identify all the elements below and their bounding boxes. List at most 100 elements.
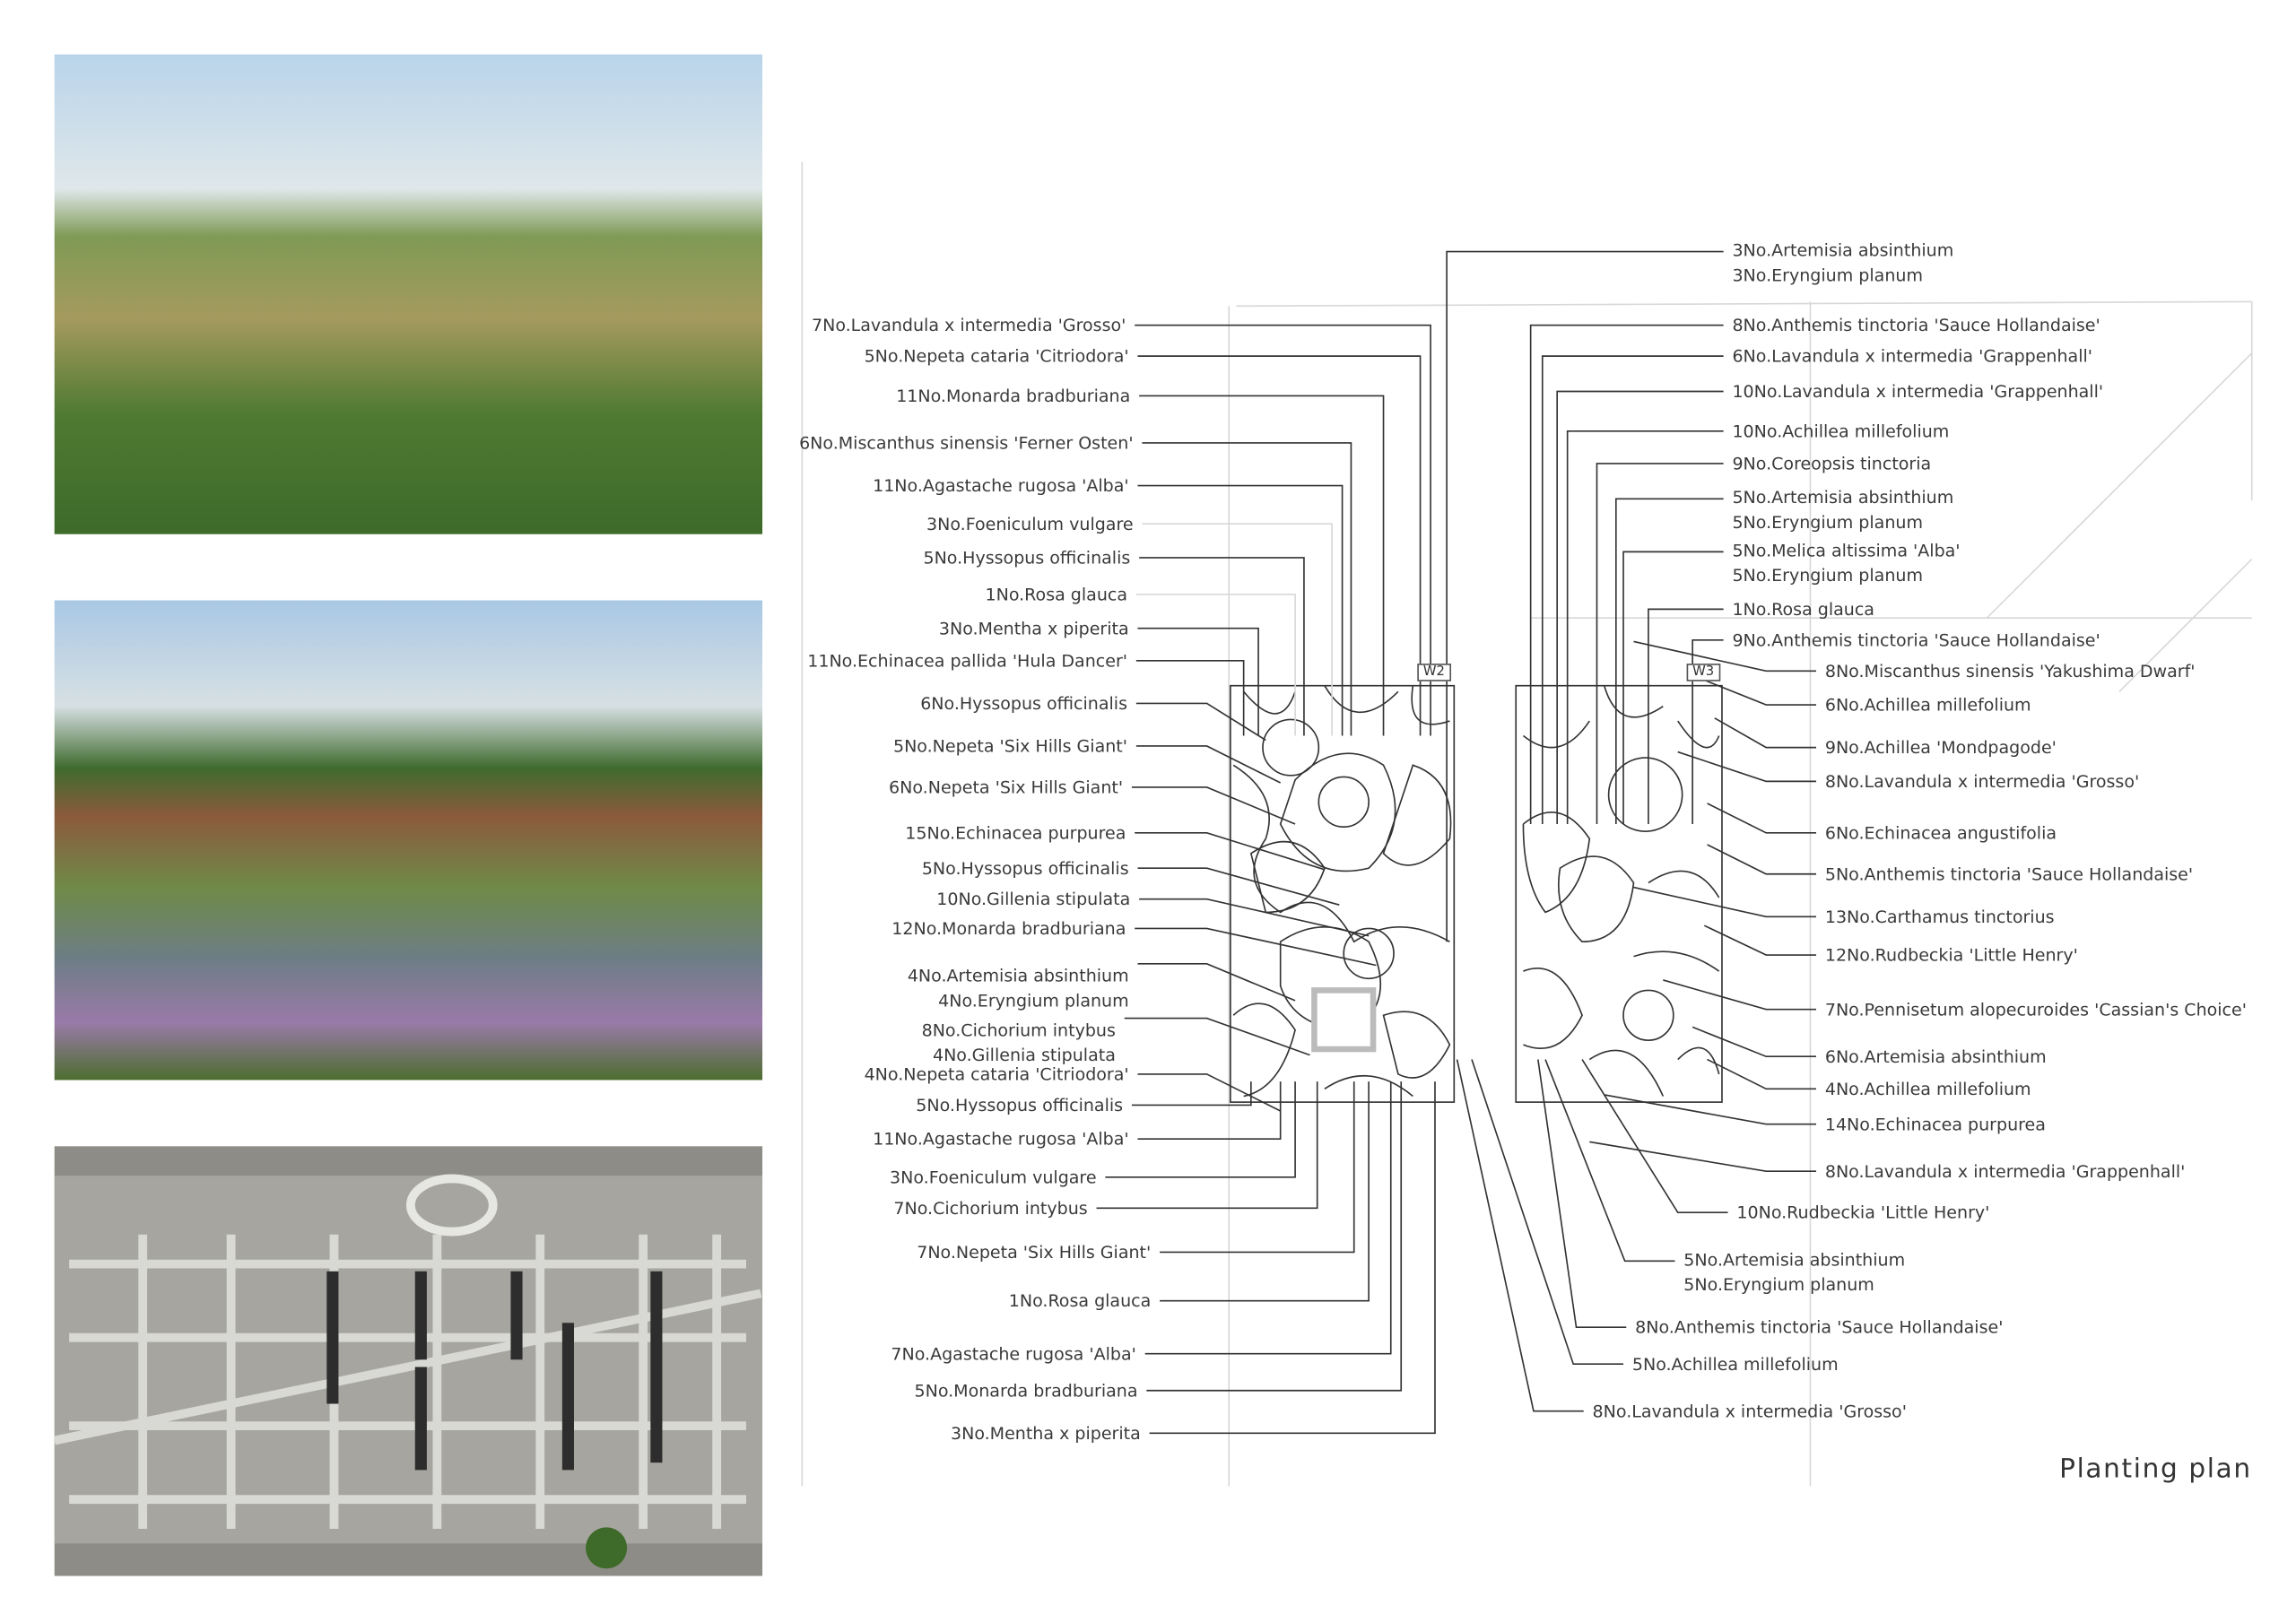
- plant-label-right: 8No.Lavandula x intermedia 'Grappenhall': [1825, 1159, 2186, 1184]
- plant-label-line: 11No.Monarda bradburiana: [896, 385, 1131, 406]
- leader-line: [1537, 1059, 1627, 1329]
- leader-line: [1137, 627, 1259, 736]
- plant-label-right: 10No.Rudbeckia 'Little Henry': [1736, 1200, 1989, 1225]
- plant-label-left: 11No.Agastache rugosa 'Alba': [873, 473, 1129, 499]
- leader-line: [1144, 1081, 1392, 1355]
- plant-label-line: 5No.Nepeta cataria 'Citriodora': [864, 344, 1129, 366]
- plant-label-line: 13No.Carthamus tinctorius: [1824, 906, 2055, 927]
- plant-label-left: 10No.Gillenia stipulata: [936, 887, 1130, 912]
- plant-label-left: 4No.Nepeta cataria 'Citriodora': [865, 1062, 1129, 1087]
- leader-line: [1581, 1059, 1728, 1214]
- plant-label-line: 6No.Echinacea angustifolia: [1824, 821, 2057, 843]
- leader-line: [1703, 924, 1816, 956]
- plant-label-right: 5No.Anthemis tinctoria 'Sauce Hollandais…: [1825, 862, 2193, 887]
- plant-label-right: 9No.Achillea 'Mondpagode': [1825, 735, 2057, 760]
- leader-line: [1677, 751, 1816, 783]
- shrub-circle: [1318, 776, 1370, 829]
- plant-label-right: 9No.Anthemis tinctoria 'Sauce Hollandais…: [1732, 628, 2100, 653]
- guide-line: [1986, 352, 2253, 619]
- plant-label-left: 3No.Foeniculum vulgare: [926, 511, 1134, 536]
- plant-label-line: 15No.Echinacea purpurea: [905, 821, 1126, 843]
- plant-label-line: 11No.Agastache rugosa 'Alba': [873, 1127, 1129, 1149]
- leader-line: [1135, 927, 1377, 967]
- leader-line: [1137, 1073, 1282, 1112]
- plant-label-line: 10No.Lavandula x intermedia 'Grappenhall…: [1732, 380, 2104, 402]
- plant-label-line: 12No.Rudbeckia 'Little Henry': [1824, 943, 2078, 965]
- plant-label-line: 3No.Artemisia absinthium: [1732, 239, 1954, 261]
- plant-label-line: 5No.Achillea millefolium: [1631, 1352, 1839, 1374]
- plant-label-right: 4No.Achillea millefolium: [1825, 1076, 2031, 1101]
- plant-label-left: 11No.Agastache rugosa 'Alba': [873, 1126, 1129, 1151]
- leader-line: [1692, 1026, 1816, 1058]
- plant-label-line: 5No.Anthemis tinctoria 'Sauce Hollandais…: [1824, 863, 2194, 884]
- plant-label-right: 7No.Pennisetum alopecuroides 'Cassian's …: [1825, 997, 2247, 1022]
- plant-label-left: 15No.Echinacea purpurea: [905, 820, 1126, 846]
- plant-label-line: 5No.Hyssopus officinalis: [921, 856, 1129, 878]
- plant-label-line: 5No.Eryngium planum: [1683, 1274, 1874, 1296]
- planting-drift: [1633, 870, 1720, 972]
- plant-label-line: 8No.Lavandula x intermedia 'Grosso': [1592, 1400, 1907, 1421]
- leader-line: [1146, 1081, 1403, 1392]
- plant-label-line: 4No.Gillenia stipulata: [932, 1044, 1116, 1065]
- plant-label-line: 5No.Eryngium planum: [1732, 565, 1923, 586]
- planting-drift: [1557, 855, 1635, 943]
- plant-label-line: 5No.Monarda bradburiana: [914, 1379, 1138, 1401]
- plant-label-line: 7No.Lavandula x intermedia 'Grosso': [811, 314, 1126, 335]
- plant-label-left: 1No.Rosa glauca: [985, 582, 1127, 607]
- plant-label-line: 5No.Melica altissima 'Alba': [1732, 540, 1961, 561]
- leader-line: [1707, 803, 1816, 834]
- plant-label-line: 9No.Coreopsis tinctoria: [1732, 452, 1932, 473]
- plant-label-line: 4No.Nepeta cataria 'Citriodora': [864, 1063, 1129, 1084]
- leader-line: [1622, 551, 1724, 824]
- planting-drift: [1382, 764, 1452, 866]
- plant-label-line: 9No.Achillea 'Mondpagode': [1824, 736, 2057, 758]
- plant-label-line: 7No.Cichorium intybus: [893, 1196, 1088, 1218]
- plant-label-line: 11No.Echinacea pallida 'Hula Dancer': [807, 649, 1128, 671]
- garden-photo-path: [54, 54, 763, 534]
- plant-label-line: 5No.Eryngium planum: [1732, 512, 1923, 534]
- plant-label-right: 8No.Anthemis tinctoria 'Sauce Hollandais…: [1635, 1315, 2003, 1340]
- plant-label-right: 8No.Anthemis tinctoria 'Sauce Hollandais…: [1732, 313, 2100, 338]
- plant-label-line: 10No.Gillenia stipulata: [936, 888, 1131, 909]
- plant-label-line: 6No.Lavandula x intermedia 'Grappenhall': [1732, 344, 2093, 366]
- leader-line: [1589, 1141, 1816, 1173]
- plant-label-line: 6No.Nepeta 'Six Hills Giant': [889, 776, 1124, 797]
- bed-tag-w3: W3: [1686, 664, 1720, 681]
- leader-line: [1648, 608, 1724, 824]
- leader-line: [1160, 1081, 1355, 1254]
- plant-label-left: 6No.Hyssopus officinalis: [920, 690, 1127, 716]
- plant-label-line: 11No.Agastache rugosa 'Alba': [873, 474, 1129, 496]
- plant-label-right: 8No.Lavandula x intermedia 'Grosso': [1825, 768, 2139, 794]
- plant-label-left: 6No.Miscanthus sinensis 'Ferner Osten': [799, 430, 1134, 456]
- leader-line: [1160, 1081, 1370, 1302]
- leader-line: [1135, 745, 1282, 784]
- plant-label-right: 6No.Artemisia absinthium: [1825, 1044, 2047, 1069]
- plant-label-line: 6No.Achillea millefolium: [1824, 693, 2031, 715]
- shrub-circle: [1343, 927, 1395, 980]
- shrub-circle: [1622, 989, 1674, 1042]
- leader-line: [1135, 324, 1431, 736]
- plant-label-right: 10No.Lavandula x intermedia 'Grappenhall…: [1732, 379, 2103, 404]
- plant-label-left: 5No.Nepeta 'Six Hills Giant': [893, 733, 1127, 759]
- plant-label-right: 8No.Miscanthus sinensis 'Yakushima Dwarf…: [1825, 658, 2196, 683]
- plant-label-right: 13No.Carthamus tinctorius: [1825, 904, 2055, 929]
- leader-line: [1692, 674, 1816, 706]
- shrub-circle: [1262, 718, 1320, 777]
- plant-label-right: 6No.Achillea millefolium: [1825, 692, 2031, 717]
- garden-photo-pond: [54, 600, 763, 1081]
- plant-label-left: 7No.Cichorium intybus: [893, 1195, 1087, 1220]
- page-title: Planting plan: [2059, 1454, 2252, 1485]
- leader-line: [1135, 831, 1326, 871]
- plant-label-line: 8No.Miscanthus sinensis 'Yakushima Dwarf…: [1824, 659, 2196, 681]
- plant-label-right: 6No.Lavandula x intermedia 'Grappenhall': [1732, 343, 2092, 369]
- bed-w3-outline: [1515, 684, 1723, 1103]
- plant-label-left: 3No.Mentha x piperita: [951, 1420, 1141, 1445]
- planting-drift: [1522, 812, 1591, 914]
- plant-label-line: 9No.Anthemis tinctoria 'Sauce Hollandais…: [1732, 629, 2100, 650]
- plant-label-right: 9No.Coreopsis tinctoria: [1732, 451, 1931, 476]
- plant-label-line: 4No.Eryngium planum: [938, 989, 1129, 1011]
- plant-label-line: 8No.Lavandula x intermedia 'Grosso': [1824, 770, 2140, 792]
